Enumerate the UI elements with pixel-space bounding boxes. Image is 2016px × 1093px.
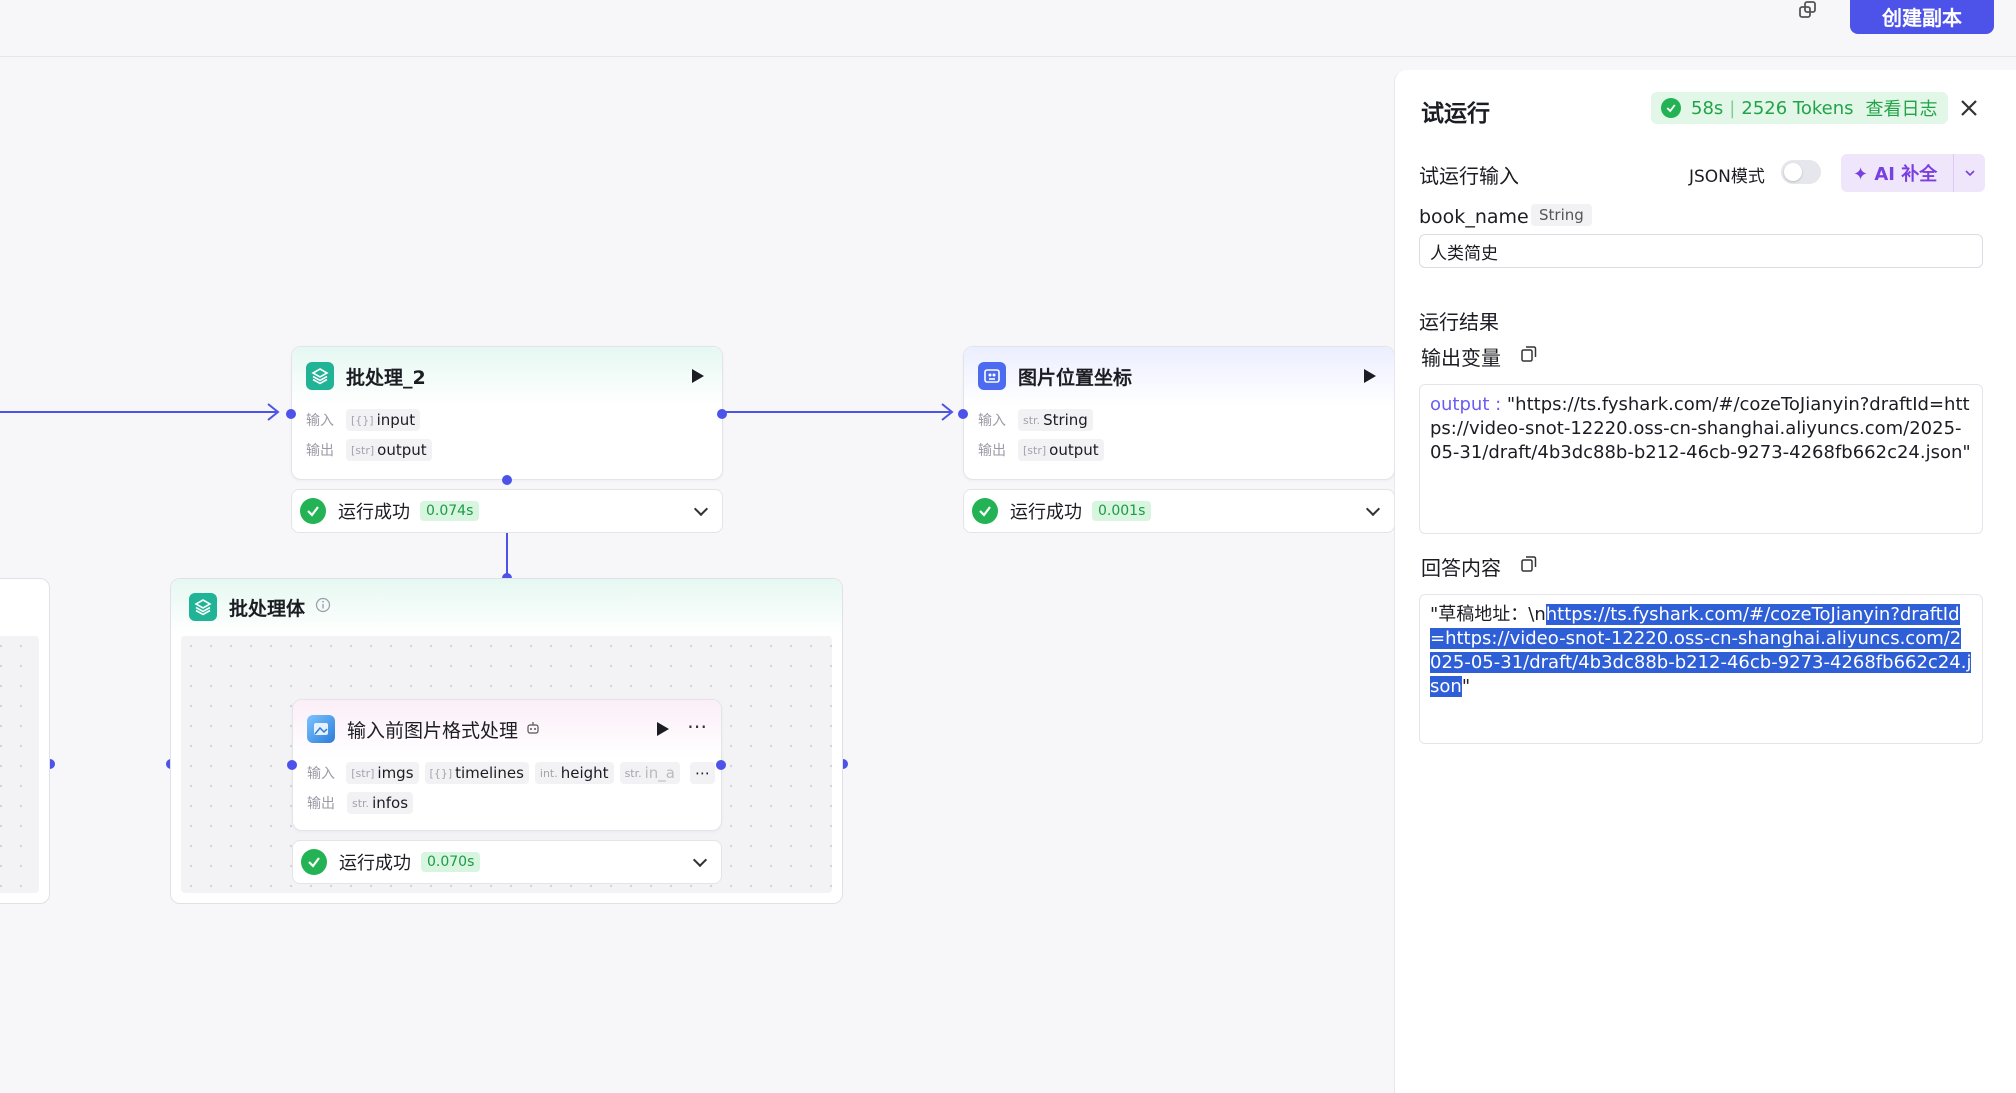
group-header: 批处理体 [171, 579, 842, 635]
copy-icon[interactable] [1519, 344, 1539, 364]
success-check-icon [1661, 98, 1681, 118]
node-input-row: 输入 [str]imgs [{}]timelines int.height st… [293, 758, 721, 788]
param-tag: [str]output [346, 439, 432, 461]
top-bar: 创建副本 [0, 0, 2016, 57]
node-title: 图片位置坐标 [1018, 366, 1133, 389]
duplicate-icon[interactable] [1796, 0, 1820, 24]
status-preprocess[interactable]: 运行成功 0.070s [292, 840, 722, 884]
batch-icon [306, 362, 334, 390]
input-port[interactable] [287, 760, 297, 770]
output-port[interactable] [717, 409, 727, 419]
param-tag: str.infos [347, 792, 414, 814]
success-check-icon [972, 498, 998, 524]
node-input-row: 输入 [{}]input [292, 405, 722, 435]
output-var-label: 输出变量 [1421, 346, 1501, 370]
image-plugin-icon [307, 715, 335, 743]
node-output-row: 输出 [str]output [964, 435, 1394, 465]
chevron-down-icon[interactable] [1365, 501, 1381, 517]
view-log-link[interactable]: 查看日志 [1865, 99, 1938, 120]
duration-badge: 0.070s [421, 852, 481, 872]
input-port[interactable] [286, 409, 296, 419]
copy-icon[interactable] [1519, 554, 1539, 574]
run-node-icon[interactable] [692, 369, 704, 383]
input-var-name: book_name [1419, 206, 1529, 228]
node-header: 输入前图片格式处理 ⋯ [293, 700, 721, 758]
node-title: 批处理_2 [346, 366, 426, 389]
input-port[interactable] [958, 409, 968, 419]
info-icon[interactable] [315, 597, 331, 617]
node-preprocess[interactable]: 输入前图片格式处理 ⋯ 输入 [str]imgs [{}]timelines i… [287, 699, 726, 831]
param-tag: [{}]timelines [424, 762, 529, 784]
result-heading: 运行结果 [1419, 310, 1499, 334]
node-header: 批处理_2 [292, 347, 722, 405]
run-summary-badge: 58s | 2526 Tokens 查看日志 [1651, 92, 1948, 124]
group-title: 批处理体 [229, 597, 306, 620]
robot-icon [526, 720, 540, 739]
book-name-input[interactable]: 人类简史 [1419, 234, 1983, 268]
node-batch2[interactable]: 批处理_2 输入 [{}]input 输出 [str]output [286, 346, 727, 485]
more-icon[interactable]: ⋯ [687, 714, 707, 738]
param-tag: [str]output [1018, 439, 1104, 461]
workflow-canvas[interactable] [0, 57, 1394, 1093]
more-params-icon[interactable]: ⋯ [690, 762, 715, 784]
edges-layer [0, 403, 954, 773]
status-image-coords[interactable]: 运行成功 0.001s [963, 489, 1395, 533]
edge-arrow [267, 403, 280, 421]
param-tag: str.in_a [619, 762, 680, 784]
status-batch2[interactable]: 运行成功 0.074s [291, 489, 723, 533]
duration-badge: 0.001s [1092, 501, 1152, 521]
output-port[interactable] [716, 760, 726, 770]
param-tag: int.height [534, 762, 614, 784]
node-header: 图片位置坐标 [964, 347, 1394, 405]
test-run-panel: 试运行 58s | 2526 Tokens 查看日志 试运行输入 JSON模式 … [1394, 70, 2016, 1093]
ai-fill-button[interactable]: ✦ AI 补全 [1841, 154, 1985, 192]
close-icon[interactable] [1955, 94, 1983, 122]
sparkle-icon: ✦ [1853, 164, 1869, 185]
node-image-coords[interactable]: 图片位置坐标 输入 str.String 输出 [str]output [958, 346, 1395, 480]
run-node-icon[interactable] [1364, 369, 1376, 383]
edge-arrow [941, 403, 954, 421]
json-mode-label: JSON模式 [1689, 167, 1765, 187]
success-check-icon [300, 498, 326, 524]
chevron-down-icon[interactable] [692, 852, 708, 868]
param-tag: [{}]input [346, 409, 421, 431]
test-input-heading: 试运行输入 [1419, 164, 1519, 188]
output-var-box[interactable]: output : "https://ts.fyshark.com/#/cozeT… [1419, 384, 1983, 534]
plugin-icon [978, 362, 1006, 390]
node-input-row: 输入 str.String [964, 405, 1394, 435]
create-copy-button[interactable]: 创建副本 [1850, 0, 1994, 34]
chevron-down-icon[interactable] [693, 501, 709, 517]
node-title: 输入前图片格式处理 [347, 719, 519, 742]
bottom-port[interactable] [502, 475, 512, 485]
answer-label: 回答内容 [1421, 556, 1501, 580]
param-tag: [str]imgs [346, 762, 419, 784]
param-tag: str.String [1018, 409, 1093, 431]
run-node-icon[interactable] [657, 722, 669, 736]
partial-left-node[interactable] [0, 578, 50, 904]
batch-icon [189, 593, 217, 621]
answer-box[interactable]: "草稿地址：\nhttps://ts.fyshark.com/#/cozeToJ… [1419, 594, 1983, 744]
panel-title: 试运行 [1421, 101, 1490, 127]
success-check-icon [301, 849, 327, 875]
duration-badge: 0.074s [420, 501, 480, 521]
node-output-row: 输出 str.infos [293, 788, 721, 818]
json-mode-toggle[interactable] [1781, 160, 1821, 184]
ai-fill-dropdown[interactable] [1953, 154, 1985, 192]
node-output-row: 输出 [str]output [292, 435, 722, 465]
input-var-type: String [1531, 204, 1592, 226]
